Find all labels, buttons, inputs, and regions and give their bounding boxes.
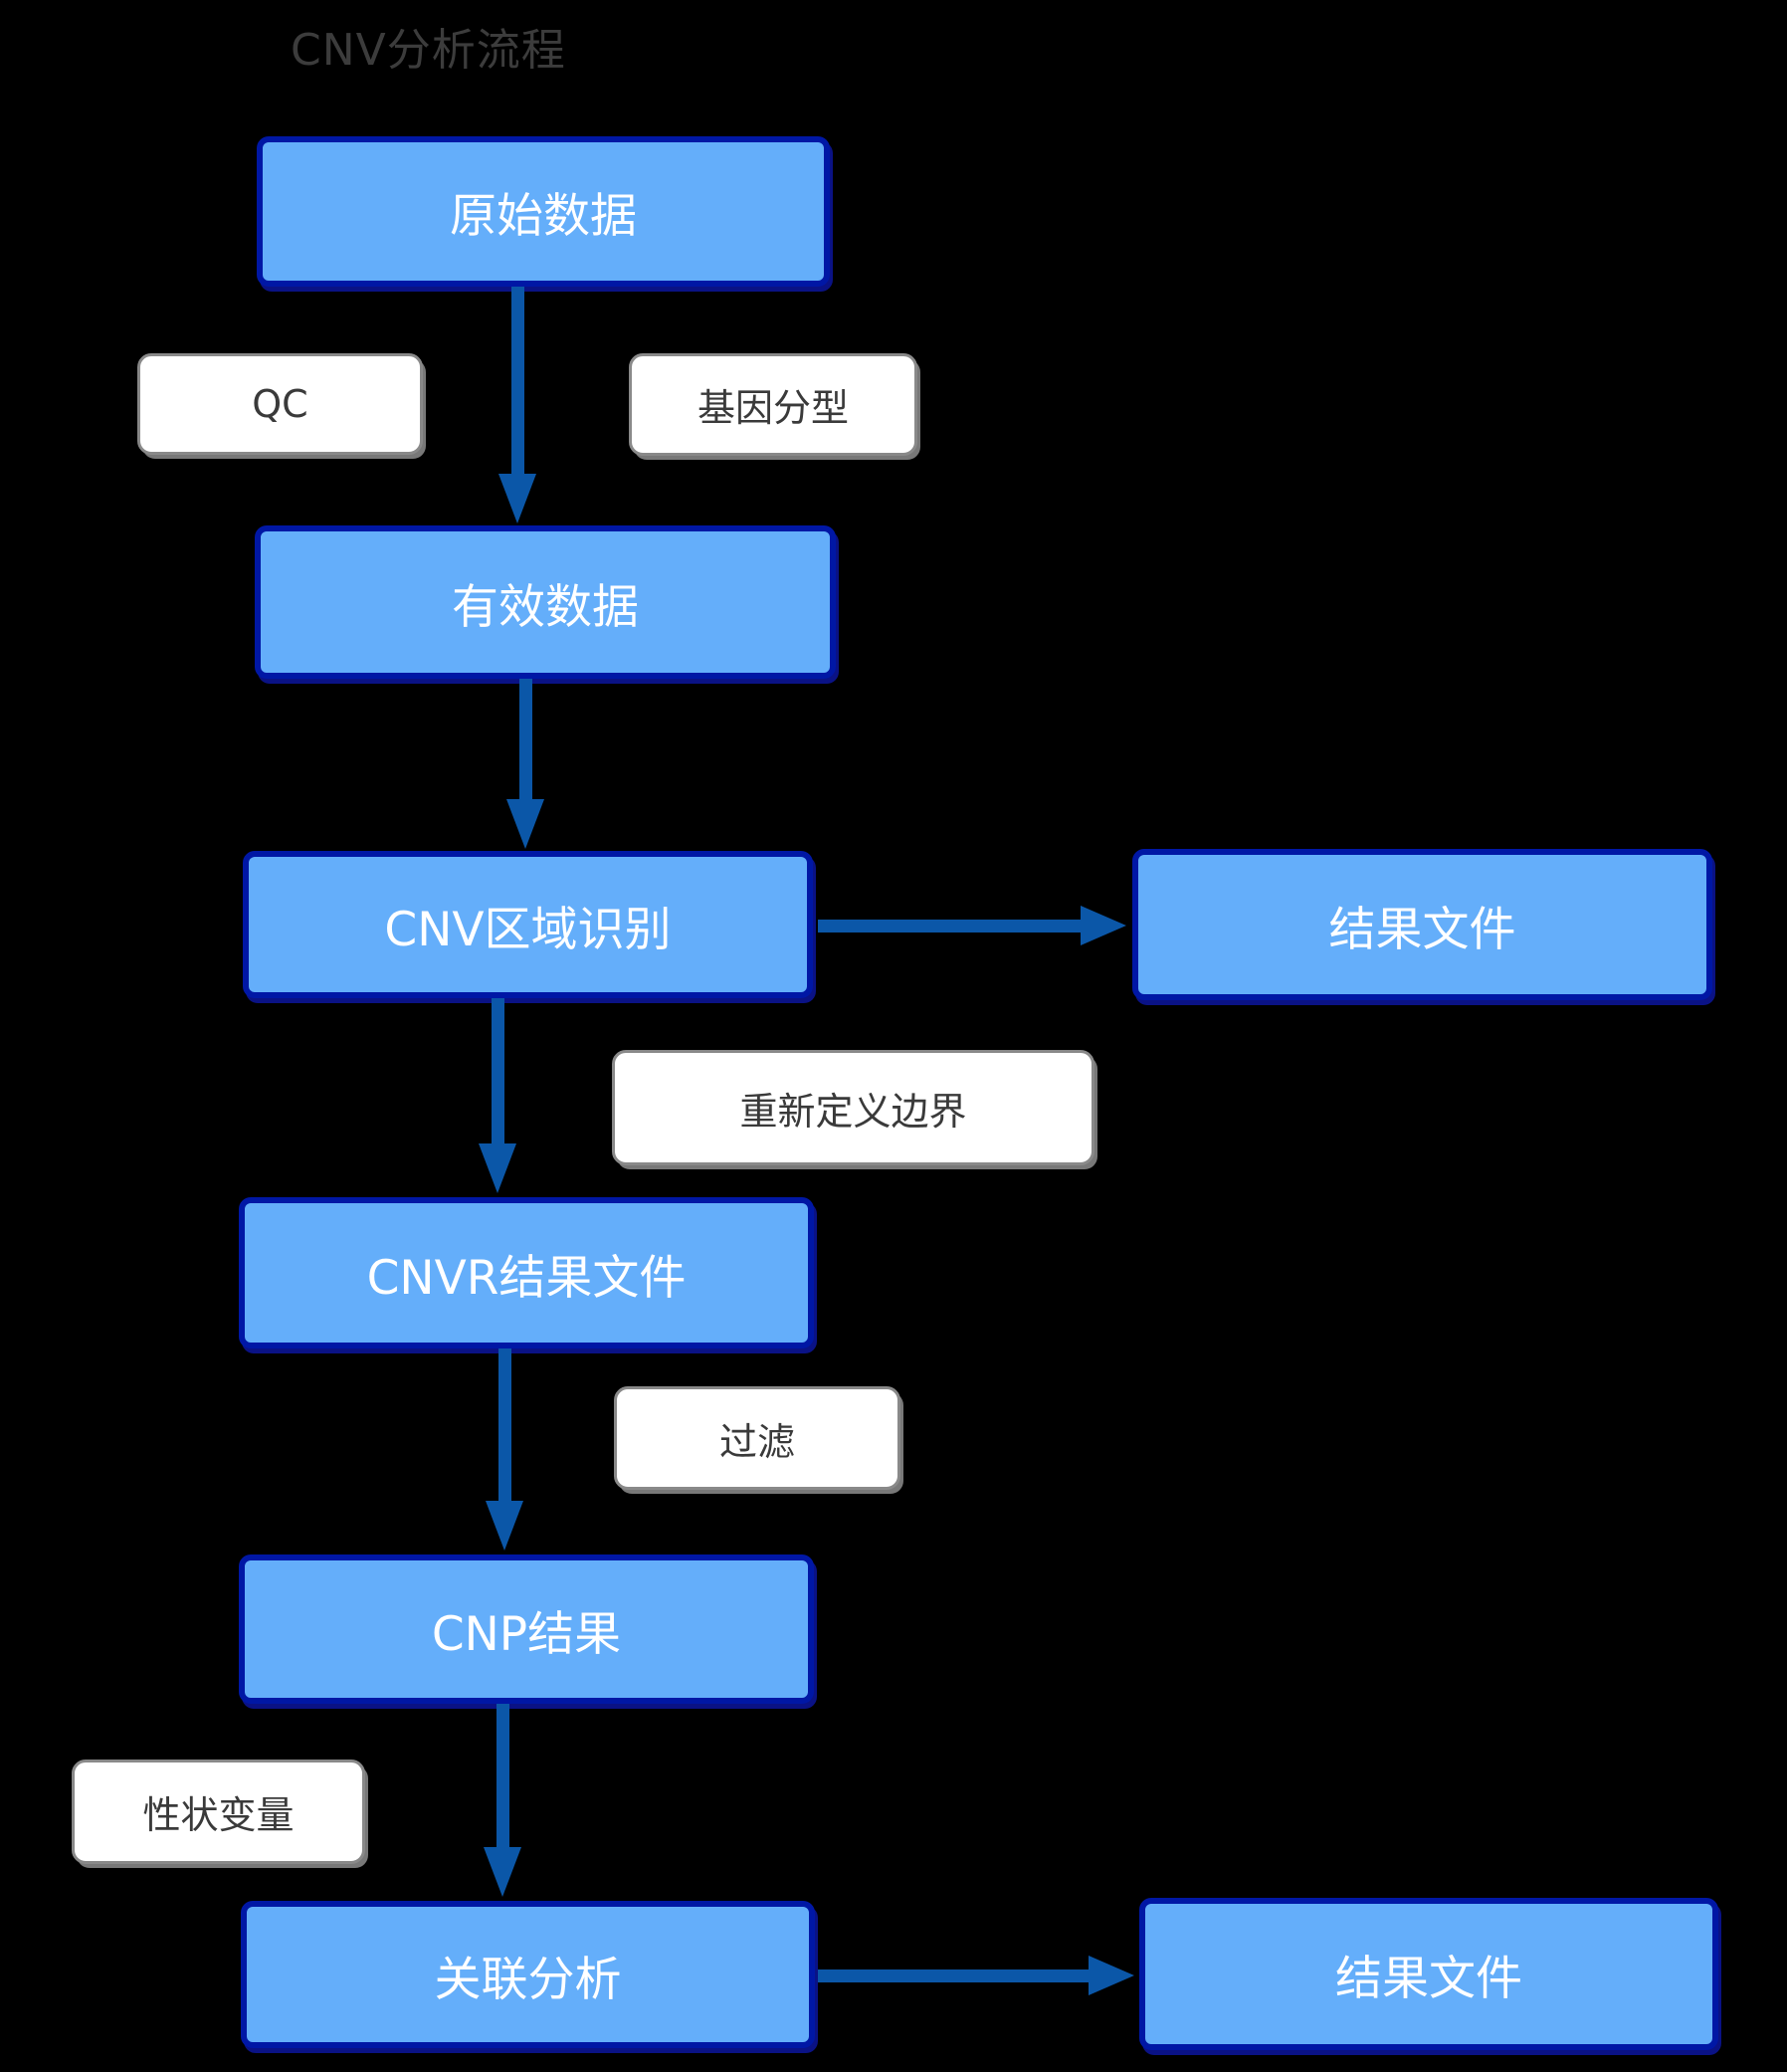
node-association-analysis: 关联分析 [241, 1901, 815, 2048]
node-raw-data: 原始数据 [257, 136, 830, 287]
arrow-cnv-region-to-cnvr [479, 998, 516, 1193]
arrow-line [496, 1704, 509, 1847]
arrow-head [1081, 906, 1126, 945]
edge-label-qc: QC [137, 353, 423, 455]
node-cnvr-result-file: CNVR结果文件 [239, 1197, 814, 1348]
arrow-line [497, 1348, 511, 1501]
arrow-cnv-region-to-result-file [818, 906, 1126, 945]
edge-label-genotyping: 基因分型 [629, 353, 917, 456]
arrow-line [818, 919, 1081, 932]
edge-label-redefine-boundary: 重新定义边界 [612, 1050, 1094, 1165]
arrow-head [479, 1143, 516, 1193]
node-result-file-top: 结果文件 [1132, 849, 1712, 1000]
arrow-cnp-to-association [484, 1704, 521, 1897]
edge-label-trait-variable: 性状变量 [72, 1760, 365, 1864]
arrow-association-to-result-file [818, 1956, 1134, 1995]
arrow-head [506, 799, 544, 849]
edge-label-filter: 过滤 [614, 1386, 900, 1490]
arrow-head [486, 1501, 523, 1551]
node-cnp-result: CNP结果 [239, 1554, 814, 1704]
arrow-line [491, 998, 504, 1143]
node-cnv-region-identification: CNV区域识别 [243, 851, 813, 998]
arrow-head [1089, 1956, 1134, 1995]
arrow-head [498, 474, 536, 523]
arrow-cnvr-to-cnp [486, 1348, 523, 1551]
arrow-head [484, 1847, 521, 1897]
arrow-line [510, 287, 524, 474]
node-valid-data: 有效数据 [255, 525, 836, 679]
node-result-file-bottom: 结果文件 [1139, 1898, 1718, 2050]
arrow-valid-to-cnv-region [506, 679, 544, 849]
diagram-title: CNV分析流程 [291, 25, 566, 76]
arrow-raw-to-valid [498, 287, 536, 523]
arrow-line [518, 679, 532, 799]
arrow-line [818, 1968, 1089, 1982]
